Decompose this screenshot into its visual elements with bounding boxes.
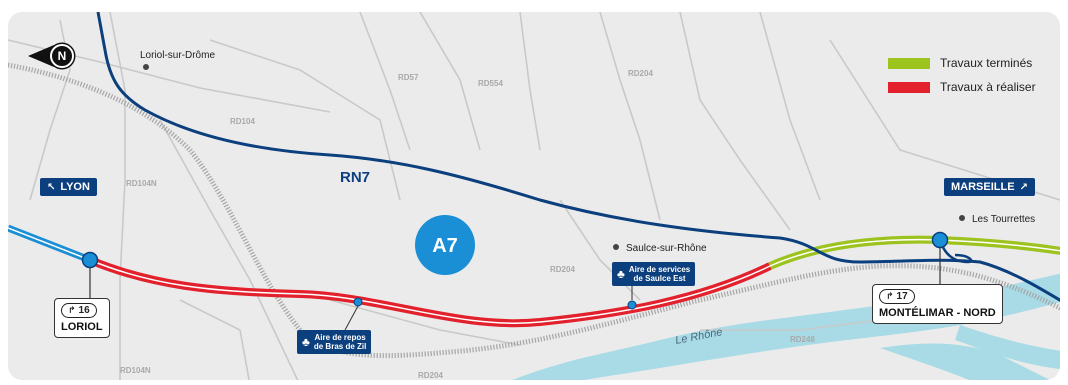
river-island (880, 343, 1060, 380)
direction-lyon: ↖ LYON (40, 178, 97, 196)
legend-row-done: Travaux terminés (888, 56, 1036, 70)
exit-17-name: MONTÉLIMAR - NORD (879, 307, 996, 319)
road-label-rd554: RD554 (478, 79, 503, 88)
legend-row-todo: Travaux à réaliser (888, 80, 1036, 94)
area-bras-line1: Aire de repos (314, 333, 366, 342)
area-bras-line2: de Bras de Zil (313, 342, 367, 351)
exit-node-17 (931, 231, 949, 249)
tree-icon: ♣ (617, 267, 625, 281)
town-dot-loriol (143, 64, 149, 70)
direction-marseille: MARSEILLE ↗ (944, 178, 1035, 196)
north-label: N (50, 44, 74, 68)
exit-icon: ↱ (68, 305, 76, 315)
a7-existing-west-inner (8, 227, 91, 261)
direction-lyon-label: LYON (60, 181, 90, 193)
road-label-rd204-mid: RD204 (550, 265, 575, 274)
exit-16-box: ↱ 16 LORIOL (54, 298, 110, 338)
road-label-rd204-bottom: RD204 (418, 371, 443, 380)
legend-swatch-todo (888, 81, 930, 93)
legend-label-todo: Travaux à réaliser (940, 80, 1036, 94)
town-label-loriol: Loriol-sur-Drôme (140, 50, 215, 61)
area-node-saulce-est (627, 300, 637, 310)
legend: Travaux terminés Travaux à réaliser (888, 56, 1036, 94)
area-saulce-est-plate: ♣ Aire de services de Saulce Est (612, 262, 696, 286)
exit-17-box: ↱ 17 MONTÉLIMAR - NORD (872, 284, 1003, 324)
direction-marseille-label: MARSEILLE (951, 181, 1015, 193)
road-label-rd248: RD248 (790, 335, 815, 344)
area-bras-leader (344, 305, 359, 331)
area-saulce-line1: Aire de services (628, 265, 691, 274)
exit-node-16 (81, 251, 99, 269)
town-dot-tourrettes (959, 215, 965, 221)
north-arrow-icon (28, 45, 54, 67)
area-node-bras-de-zil (353, 297, 363, 307)
rn7-label: RN7 (340, 169, 370, 186)
road-label-rd104: RD104 (230, 117, 255, 126)
road-label-rd57: RD57 (398, 73, 419, 82)
arrow-up-left-icon: ↖ (47, 181, 56, 193)
river-channel (955, 325, 1060, 370)
exit-16-number-text: 16 (78, 305, 90, 316)
railway-line (8, 62, 1060, 359)
legend-label-done: Travaux terminés (940, 56, 1033, 70)
area-saulce-line2: de Saulce Est (633, 274, 686, 283)
arrow-up-right-icon: ↗ (1019, 181, 1028, 193)
a7-badge (415, 215, 475, 275)
road-label-rd204-top: RD204 (628, 69, 653, 78)
town-label-tourrettes: Les Tourrettes (972, 214, 1035, 225)
legend-swatch-done (888, 57, 930, 69)
exit-17-number-text: 17 (896, 291, 908, 302)
town-label-saulce: Saulce-sur-Rhône (626, 243, 707, 254)
exit-16-number: ↱ 16 (61, 303, 97, 318)
a7-badge-label: A7 (432, 235, 458, 257)
exit-icon: ↱ (886, 291, 894, 301)
exit-17-number: ↱ 17 (879, 289, 915, 304)
minor-roads (8, 12, 1060, 380)
town-dot-saulce (613, 244, 619, 250)
road-label-rd104n-bottom: RD104N (120, 366, 151, 375)
road-label-rd104n-left: RD104N (126, 179, 157, 188)
exit-16-name: LORIOL (61, 321, 103, 333)
tree-icon: ♣ (302, 335, 310, 349)
rn7-loop (938, 239, 973, 264)
a7-works-todo-inner (89, 259, 771, 324)
area-bras-de-zil-plate: ♣ Aire de repos de Bras de Zil (297, 330, 372, 354)
north-arrow: N (28, 44, 74, 68)
